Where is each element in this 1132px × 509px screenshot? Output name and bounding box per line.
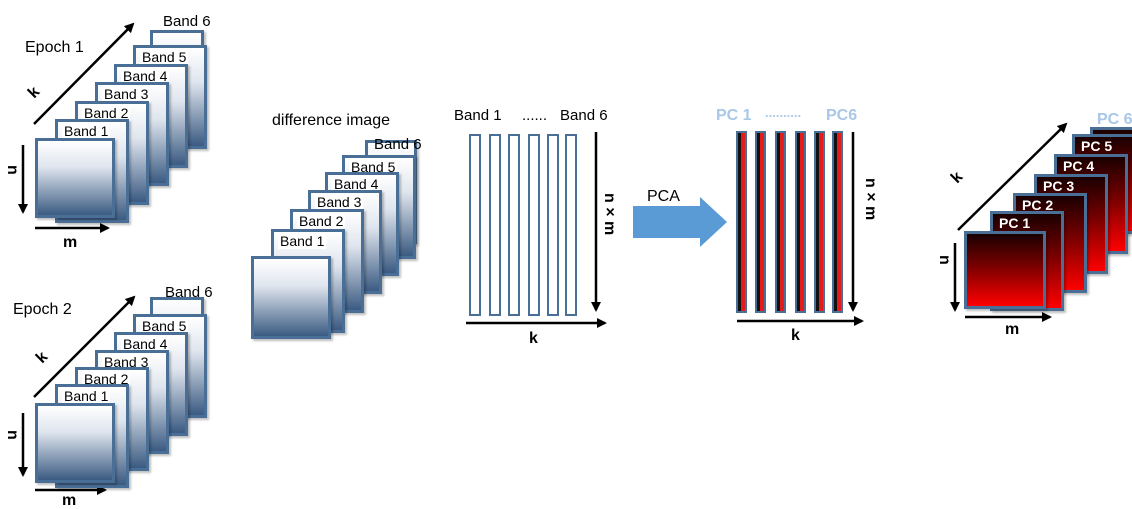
epoch2-title: Epoch 2 xyxy=(13,301,72,318)
epoch1-m-label: m xyxy=(63,234,78,251)
pc-column xyxy=(775,131,786,313)
epoch2-k-axis xyxy=(33,295,136,398)
pc3-label: PC 3 xyxy=(1043,178,1075,194)
pc1-label: PC 1 xyxy=(999,215,1031,231)
pc-matrix-first-label: PC 1 xyxy=(716,107,752,124)
difference-band5-label: Band 5 xyxy=(349,159,398,175)
matrix-last-label: Band 6 xyxy=(560,107,608,124)
matrix-band-column xyxy=(565,134,577,316)
pca-arrow-icon xyxy=(633,197,727,247)
difference-band3-label: Band 3 xyxy=(315,194,364,210)
pc-column xyxy=(736,131,747,313)
pc-column xyxy=(814,131,825,313)
epoch1-band5-label: Band 5 xyxy=(140,49,189,65)
matrix-band-column xyxy=(547,134,559,316)
epoch2-band5-label: Band 5 xyxy=(140,318,189,334)
difference-band1-label: Band 1 xyxy=(278,233,327,249)
matrix-first-label: Band 1 xyxy=(454,107,502,124)
pc-matrix-last-label: PC6 xyxy=(826,107,858,124)
pc-stack-n-label: n xyxy=(936,255,953,265)
epoch2-front-image xyxy=(35,403,115,483)
epoch1-band3-label: Band 3 xyxy=(102,86,151,102)
epoch2-band2-label: Band 2 xyxy=(82,371,131,387)
epoch1-band1-label: Band 1 xyxy=(62,123,111,139)
pc2-label: PC 2 xyxy=(1022,197,1054,213)
epoch2-band6-label: Band 6 xyxy=(165,284,213,301)
difference-band2-label: Band 2 xyxy=(297,213,346,229)
pc-stack-k-label: k xyxy=(947,168,967,187)
difference-band6-label: Band 6 xyxy=(374,136,422,153)
pc-column xyxy=(832,131,843,313)
pc-stack-k-axis xyxy=(957,122,1068,231)
epoch2-band4-label: Band 4 xyxy=(121,336,170,352)
epoch2-band1-label: Band 1 xyxy=(62,388,111,404)
pc-matrix-col-label: k xyxy=(791,327,800,344)
pc-column xyxy=(755,131,766,313)
epoch1-title: Epoch 1 xyxy=(25,39,84,56)
epoch1-k-axis xyxy=(33,22,135,125)
pc-stack-m-label: m xyxy=(1005,321,1020,338)
epoch1-band4-label: Band 4 xyxy=(121,68,170,84)
epoch1-front-image xyxy=(35,138,115,218)
epoch1-band2-label: Band 2 xyxy=(82,105,131,121)
matrix-band-column xyxy=(508,134,520,316)
matrix-band-column xyxy=(489,134,501,316)
matrix-band-column xyxy=(469,134,481,316)
pca-label: PCA xyxy=(647,188,680,205)
epoch1-band6-label: Band 6 xyxy=(163,13,211,30)
matrix-band-column xyxy=(528,134,540,316)
difference-band4-label: Band 4 xyxy=(332,176,381,192)
difference-title: difference image xyxy=(272,112,390,129)
pc-matrix-dots: .......... xyxy=(765,105,802,120)
epoch2-band3-label: Band 3 xyxy=(102,354,151,370)
pc-column xyxy=(795,131,806,313)
pc4-label: PC 4 xyxy=(1063,158,1095,174)
matrix-dots: ...... xyxy=(522,107,548,124)
difference-front-image xyxy=(251,256,331,339)
pc-stack-last-label: PC 6 xyxy=(1097,111,1132,128)
matrix-col-label: k xyxy=(529,330,538,347)
pc5-label: PC 5 xyxy=(1081,138,1113,154)
pc-front-image xyxy=(964,231,1046,309)
